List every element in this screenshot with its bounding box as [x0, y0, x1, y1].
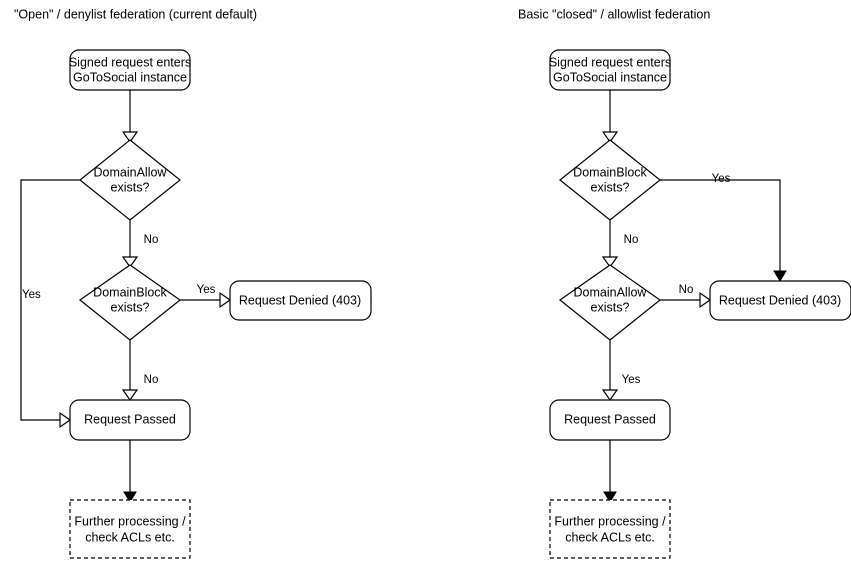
node-further-processing-left-shape	[69, 499, 191, 559]
node-request-passed-right: Request Passed	[549, 399, 671, 441]
arrowhead-open	[601, 389, 619, 402]
arrowhead-open	[121, 389, 139, 402]
edge-label-domainallow-no-left: No	[144, 234, 159, 246]
edge-domainblock-yes-to-denied-right: Yes	[660, 173, 787, 282]
node-decision-domainallow-left-line2: exists?	[111, 180, 150, 194]
node-decision-domainblock-right: DomainBlock exists?	[559, 139, 661, 221]
node-request-denied-left-label: Request Denied (403)	[239, 293, 361, 307]
node-decision-domainblock-right-line2: exists?	[591, 180, 630, 194]
node-decision-domainblock-left-line2: exists?	[111, 300, 150, 314]
node-decision-domainallow-right: DomainAllow exists?	[558, 264, 662, 341]
edge-label-domainallow-yes-right: Yes	[622, 374, 641, 386]
edge-label-domainblock-no-right: No	[624, 234, 639, 246]
node-entry-left: Signed request enters GoToSocial instanc…	[69, 49, 191, 91]
node-decision-domainblock-left: DomainBlock exists?	[78, 264, 182, 341]
arrowhead-open	[121, 131, 139, 144]
edge-passed-to-further-right	[603, 440, 617, 503]
diagram-open-denylist: "Open" / denylist federation (current de…	[14, 7, 372, 559]
edge-domainallow-yes-to-passed: Yes	[20, 179, 80, 429]
node-decision-domainblock-right-line1: DomainBlock	[573, 165, 647, 179]
node-entry-right-line2: GoToSocial instance	[553, 70, 667, 84]
node-entry-right: Signed request enters GoToSocial instanc…	[549, 49, 671, 91]
node-request-denied-left-shape	[229, 280, 372, 321]
edge-domainblock-no-to-domainallow-right: No	[601, 220, 639, 269]
node-request-denied-left: Request Denied (403)	[229, 280, 372, 321]
arrowhead-open	[601, 256, 619, 269]
node-decision-domainallow-right-line1: DomainAllow	[574, 285, 648, 299]
node-request-passed-right-label: Request Passed	[564, 412, 656, 426]
node-request-passed-left-label: Request Passed	[84, 412, 176, 426]
node-decision-domainblock-left-line1: DomainBlock	[93, 285, 167, 299]
arrowhead-open	[219, 291, 232, 309]
node-further-processing-left-line1: Further processing /	[74, 514, 186, 528]
edge-domainblock-no-to-passed-left: No	[121, 340, 159, 402]
edge-label-domainallow-yes-left: Yes	[22, 289, 41, 301]
edge-passed-to-further-left	[123, 440, 137, 503]
edge-entry-to-domainblock-right	[601, 90, 619, 144]
edge-label-domainblock-yes-left: Yes	[197, 284, 216, 296]
arrowhead-open	[59, 411, 72, 429]
node-request-passed-left: Request Passed	[69, 399, 191, 441]
edge-domainblock-yes-to-denied-left: Yes	[180, 284, 232, 309]
node-decision-domainallow-left-line1: DomainAllow	[94, 165, 168, 179]
node-further-processing-right-shape	[549, 499, 671, 559]
arrowhead-open	[699, 291, 712, 309]
node-further-processing-left: Further processing / check ACLs etc.	[69, 499, 191, 559]
edge-domainallow-no-to-domainblock: No	[121, 220, 159, 269]
edge-label-domainblock-yes-right: Yes	[712, 173, 731, 185]
node-decision-domainallow-right-line2: exists?	[591, 300, 630, 314]
node-request-denied-right-label: Request Denied (403)	[719, 293, 841, 307]
arrowhead-open	[601, 131, 619, 144]
node-further-processing-right: Further processing / check ACLs etc.	[549, 499, 671, 559]
node-further-processing-right-line2: check ACLs etc.	[565, 530, 655, 544]
arrowhead-filled	[773, 270, 787, 282]
node-decision-domainallow-left: DomainAllow exists?	[79, 139, 181, 221]
diagram-closed-allowlist: Basic "closed" / allowlist federation Si…	[518, 7, 851, 559]
edge-label-domainblock-no-left: No	[144, 374, 159, 386]
node-entry-left-line1: Signed request enters	[69, 55, 191, 69]
diagram-title-closed-allowlist: Basic "closed" / allowlist federation	[518, 7, 710, 21]
diagram-title-open-denylist: "Open" / denylist federation (current de…	[14, 7, 257, 21]
node-entry-right-line1: Signed request enters	[549, 55, 671, 69]
node-entry-left-line2: GoToSocial instance	[73, 70, 187, 84]
node-further-processing-left-line2: check ACLs etc.	[85, 530, 175, 544]
edge-domainallow-yes-to-passed-right: Yes	[601, 340, 641, 402]
edge-label-domainallow-no-right: No	[679, 284, 694, 296]
node-further-processing-right-line1: Further processing /	[554, 514, 666, 528]
arrowhead-filled	[123, 491, 137, 503]
edge-domainallow-no-to-denied-right: No	[660, 284, 712, 309]
edge-entry-to-domainallow	[121, 90, 139, 144]
arrowhead-filled	[603, 491, 617, 503]
arrowhead-open	[121, 256, 139, 269]
node-request-denied-right-shape	[709, 280, 851, 321]
node-request-denied-right: Request Denied (403)	[709, 280, 851, 321]
